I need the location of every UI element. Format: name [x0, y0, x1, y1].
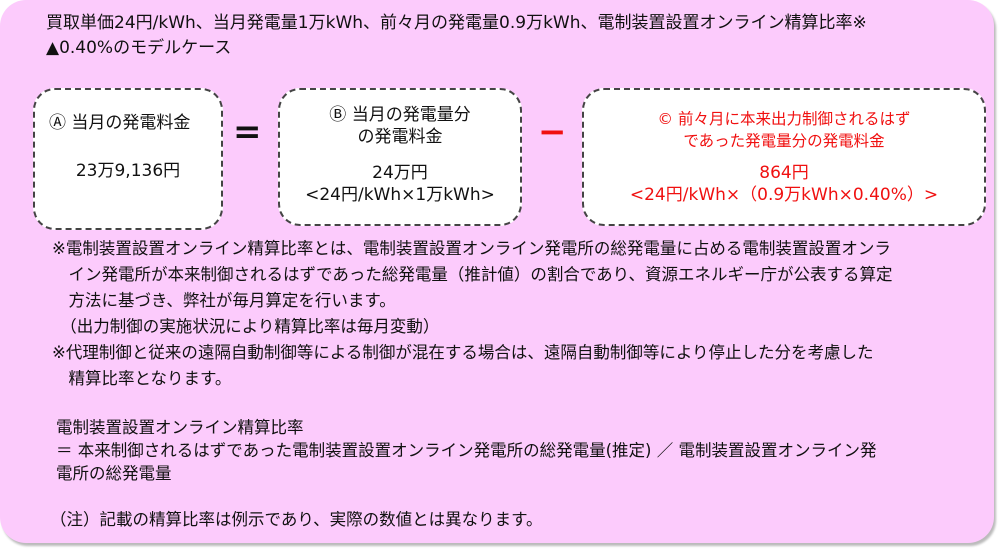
- box-c-formula: <24円/kWh×（0.9万kWh×0.40%）>: [629, 185, 939, 205]
- box-a-value: 23万9,136円: [75, 161, 181, 181]
- header-line-2: ▲0.40%のモデルケース: [46, 38, 232, 58]
- note-line: ※電制装置設置オンライン精算比率とは、電制装置設置オンライン発電所の総発電量に占…: [52, 239, 891, 258]
- note-line: イン発電所が本来制御されるはずであった総発電量（推計値）の割合であり、資源エネル…: [52, 265, 893, 284]
- box-b-value: 24万円: [372, 163, 428, 183]
- disclaimer: （注）記載の精算比率は例示であり、実際の数値とは異なります。: [50, 510, 543, 529]
- note-line: 精算比率となります。: [52, 369, 232, 388]
- note-line: 方法に基づき、弊社が毎月算定を行います。: [52, 291, 396, 310]
- definition-line-2: 電所の総発電量: [56, 464, 172, 483]
- box-c-curtailed-fee: © 前々月に本来出力制御されるはず であった発電量分の発電料金 864円 <24…: [582, 88, 986, 226]
- box-c-title-2: であった発電量分の発電料金: [683, 132, 885, 150]
- box-b-generation-fee: Ⓑ 当月の発電量分 の発電料金 24万円 <24円/kWh×1万kWh>: [278, 88, 522, 226]
- box-a-title: Ⓐ 当月の発電料金: [49, 113, 191, 133]
- box-b-formula: <24円/kWh×1万kWh>: [305, 185, 495, 205]
- minus-sign: −: [538, 112, 567, 152]
- equals-sign: =: [233, 112, 262, 152]
- box-a-current-month-fee: Ⓐ 当月の発電料金 23万9,136円: [33, 88, 223, 230]
- note-line: （出力制御の実施状況により精算比率は毎月変動）: [52, 317, 440, 336]
- definition-term: 電制装置設置オンライン精算比率: [56, 418, 304, 437]
- header-line-1: 買取単価24円/kWh、当月発電量1万kWh、前々月の発電量0.9万kWh、電制…: [46, 13, 867, 33]
- box-c-value: 864円: [759, 163, 809, 183]
- box-c-title-1: © 前々月に本来出力制御されるはず: [657, 110, 911, 128]
- box-b-title-2: の発電料金: [357, 127, 443, 147]
- box-b-title-1: Ⓑ 当月の発電量分: [329, 105, 471, 125]
- note-line: ※代理制御と従来の遠隔自動制御等による制御が混在する場合は、遠隔自動制御等により…: [52, 343, 874, 362]
- definition-line-1: ＝ 本来制御されるはずであった電制装置設置オンライン発電所の総発電量(推定) ／…: [56, 441, 877, 460]
